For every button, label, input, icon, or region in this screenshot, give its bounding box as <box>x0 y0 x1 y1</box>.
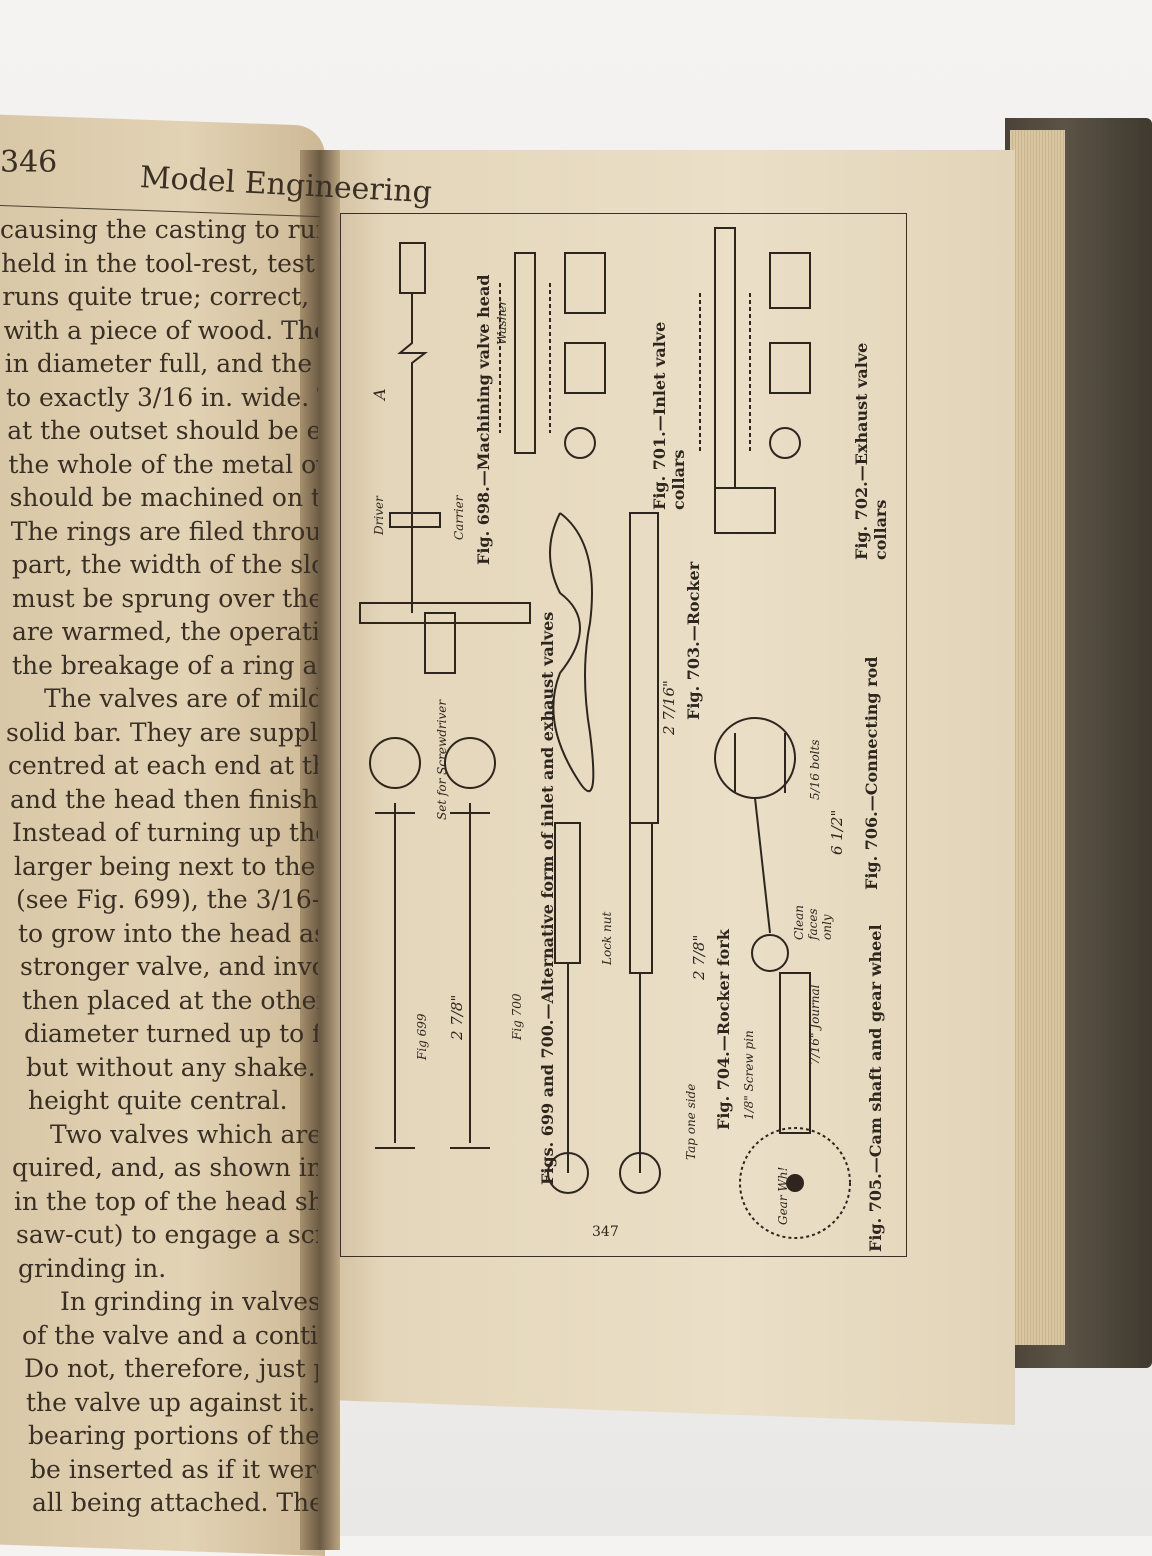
label-conrod-dim: 6 1/2" <box>828 809 846 855</box>
text-line: saw-cut) to engage a screw-driver during… <box>16 1220 318 1249</box>
text-line: quired, and, as shown in Figs. 699 and 7… <box>12 1153 318 1182</box>
label-rocker-dim: 2 7/16" <box>660 680 678 735</box>
text-line: of the valve and a continuous pressure i… <box>22 1320 318 1350</box>
label-fig-700: Fig 700 <box>510 993 524 1040</box>
label-fig-699: Fig 699 <box>415 1013 429 1060</box>
right-page <box>315 150 1015 1425</box>
page-edges <box>1010 130 1065 1345</box>
text-line: with a piece of wood. The inside may be … <box>3 315 318 345</box>
caption-fig-705: Fig. 705.—Cam shaft and gear wheel <box>866 924 885 1252</box>
text-line: but without any shake. The tool should b… <box>26 1052 318 1082</box>
label-set-screwdriver: Set for Screwdriver <box>435 699 449 820</box>
valve-drawings-699-700 <box>369 737 496 1149</box>
connecting-rod-drawing <box>714 487 796 972</box>
label-driver: Driver <box>372 496 386 535</box>
text-line: grinding in. <box>18 1253 167 1283</box>
text-line: should be machined on the outside at the… <box>9 483 318 512</box>
text-line: held in the tool-rest, test the outer fa… <box>1 248 318 278</box>
text-line: solid bar. They are supplied roughed out… <box>6 717 318 747</box>
text-line: then placed at the other end of the spin… <box>22 985 318 1015</box>
text-line: Two valves which are alike in every part… <box>50 1119 318 1149</box>
label-tap-one-side: Tap one side <box>684 1083 698 1160</box>
text-line: Do not, therefore, just put one part in … <box>24 1354 318 1383</box>
label-gear-wheel: Gear Wh! <box>776 1166 790 1225</box>
right-page-number: 347 <box>592 1224 619 1240</box>
text-line: causing the casting to run eccentrically… <box>0 215 318 244</box>
text-line: runs quite true; correct, if necessary, … <box>2 282 318 311</box>
rocker-fork-drawing <box>547 822 661 1194</box>
caption-fig-698: Fig. 698.—Machining valve head <box>474 274 493 565</box>
rocker-drawing <box>549 512 659 824</box>
valve-head-drawing <box>359 242 531 674</box>
caption-fig-706: Fig. 706.—Connecting rod <box>862 656 881 890</box>
text-line: The rings are filed through at an angle … <box>10 516 318 546</box>
text-line: to exactly 3/16 in. wide. The length of … <box>6 382 318 412</box>
book-gutter <box>300 150 340 1550</box>
label-carrier: Carrier <box>452 495 466 540</box>
text-line: height quite central. <box>28 1086 288 1115</box>
text-line: the valve up against it. This may only f… <box>26 1387 318 1417</box>
left-page-number: 346 <box>0 145 58 180</box>
label-lock-nut: Lock nut <box>600 911 614 965</box>
text-line: and the head then finished off as shown … <box>10 784 318 814</box>
text-line: part, the width of the slot being nearly… <box>12 550 318 579</box>
text-line: the whole of the metal overhanging the j… <box>8 449 318 479</box>
text-line: In grinding in valves, by the way, a con… <box>60 1287 318 1316</box>
text-line: stronger valve, and involves no extra wo… <box>20 952 318 981</box>
text-line: all being attached. The cylinder cover m… <box>32 1488 318 1517</box>
text-line: to grow into the head as shown in Fig. 7… <box>18 918 318 948</box>
label-washer: Washer <box>495 299 509 345</box>
text-line: centred at each end at the outset, held … <box>8 751 318 780</box>
caption-fig-702: Fig. 702.—Exhaust valve collars <box>852 342 890 560</box>
caption-fig-703: Fig. 703.—Rocker <box>684 561 703 720</box>
figure-frame <box>340 213 907 1257</box>
text-line: in diameter full, and the rings parted o… <box>4 349 318 378</box>
text-line: in the top of the head should be provide… <box>14 1186 318 1216</box>
caption-fig-704: Fig. 704.—Rocker fork <box>714 929 733 1130</box>
text-line: The valves are of mild steel, and are tu… <box>44 684 318 713</box>
text-line: larger being next to the head and extend… <box>14 851 318 881</box>
text-line: at the outset should be enough for all t… <box>7 416 318 445</box>
caption-fig-701: Fig. 701.—Inlet valve collars <box>650 321 688 510</box>
text-line: the breakage of a ring as otherwise migh… <box>12 650 318 680</box>
label-screw-pin: 1/8" Screw pin <box>742 1030 756 1120</box>
valve-collars-drawing <box>499 227 811 489</box>
text-line: be inserted as if it were being finally … <box>30 1454 318 1484</box>
label-fork-dim: 2 7/8" <box>690 934 708 980</box>
text-line: (see Fig. 699), the 3/16-in. portion of … <box>16 885 318 914</box>
cam-shaft-drawing <box>739 972 851 1239</box>
text-line: Instead of turning up the spindle with t… <box>12 818 318 847</box>
label-clean-faces: Clean faces only <box>792 904 834 940</box>
label-bolts: 5/16 bolts <box>808 739 822 801</box>
engineering-drawings <box>359 227 851 1239</box>
text-line: are warmed, the operation will not be so… <box>12 617 318 646</box>
text-line: diameter turned up to fit the holes in t… <box>24 1019 318 1048</box>
label-valve-dim: 2 7/8" <box>448 994 466 1040</box>
caption-fig-699-700: Figs. 699 and 700.—Alternative form of i… <box>538 611 557 1185</box>
text-line: must be sprung over the piston, and bein… <box>12 583 318 613</box>
text-line: bearing portions of the valve and seatin… <box>28 1421 318 1450</box>
label-a: A <box>370 388 389 400</box>
label-journal: 7/16" Journal <box>808 984 822 1065</box>
